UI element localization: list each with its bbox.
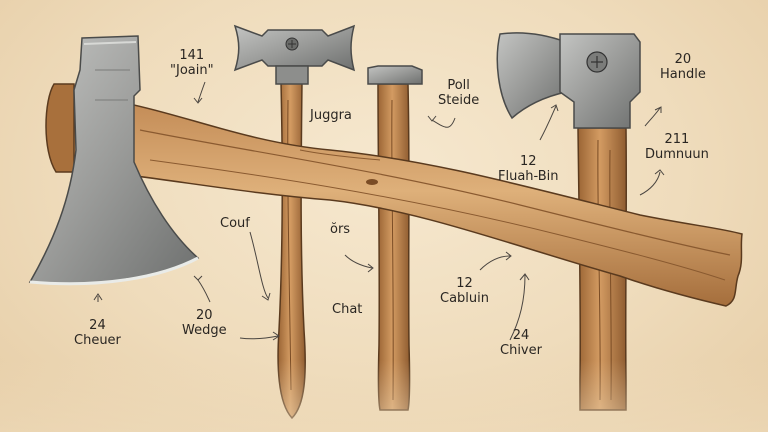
label-handle-number: 20 [674,52,692,67]
label-dumnuun-text: Dumnuun [645,147,709,162]
label-handle: 20 Handle [660,52,706,82]
label-chiver: 24 Chiver [500,328,542,358]
label-wedge: 20 Wedge [182,308,227,338]
label-couf: Couf [220,216,250,231]
label-poll: Poll [447,78,470,93]
label-chiver-text: Chiver [500,343,542,358]
label-ors: ŏrs [330,222,351,237]
label-chiver-number: 24 [512,328,530,343]
label-handle-text: Handle [660,67,706,82]
splitting-maul [367,65,423,411]
label-fluah-number: 12 [519,154,537,169]
maul-head [367,65,423,85]
label-juggra: Juggra [310,108,352,123]
label-chat: Chat [332,302,363,317]
label-dumnuun: 211 Dumnuun [645,132,709,162]
wide-axe [496,32,641,411]
label-steide: Steide [438,93,480,108]
label-cabluin: 12 Cabluin [440,276,489,306]
label-joain-number: 141 [179,48,205,63]
wide-axe-blade [496,32,567,120]
large-axe-handle [59,96,743,307]
label-chever-text: Cheuer [74,333,121,348]
annotation-arrows [93,81,665,341]
label-fluah-text: Fluah-Bin [498,169,559,184]
label-cabluin-number: 12 [456,276,473,291]
label-chever-number: 24 [89,318,106,333]
label-cabluin-text: Cabluin [440,291,489,306]
label-fluah-bin: 12 Fluah-Bin [498,154,559,184]
label-joain: 141 "Joain" [170,48,214,78]
label-dumnuun-number: 211 [664,132,690,147]
label-poll-steide: Poll Steide [438,78,479,108]
label-wedge-text: Wedge [182,323,227,338]
large-axe [28,35,743,307]
label-joain-text: "Joain" [170,63,214,78]
label-wedge-number: 20 [196,308,213,323]
label-chever: 24 Cheuer [74,318,121,348]
